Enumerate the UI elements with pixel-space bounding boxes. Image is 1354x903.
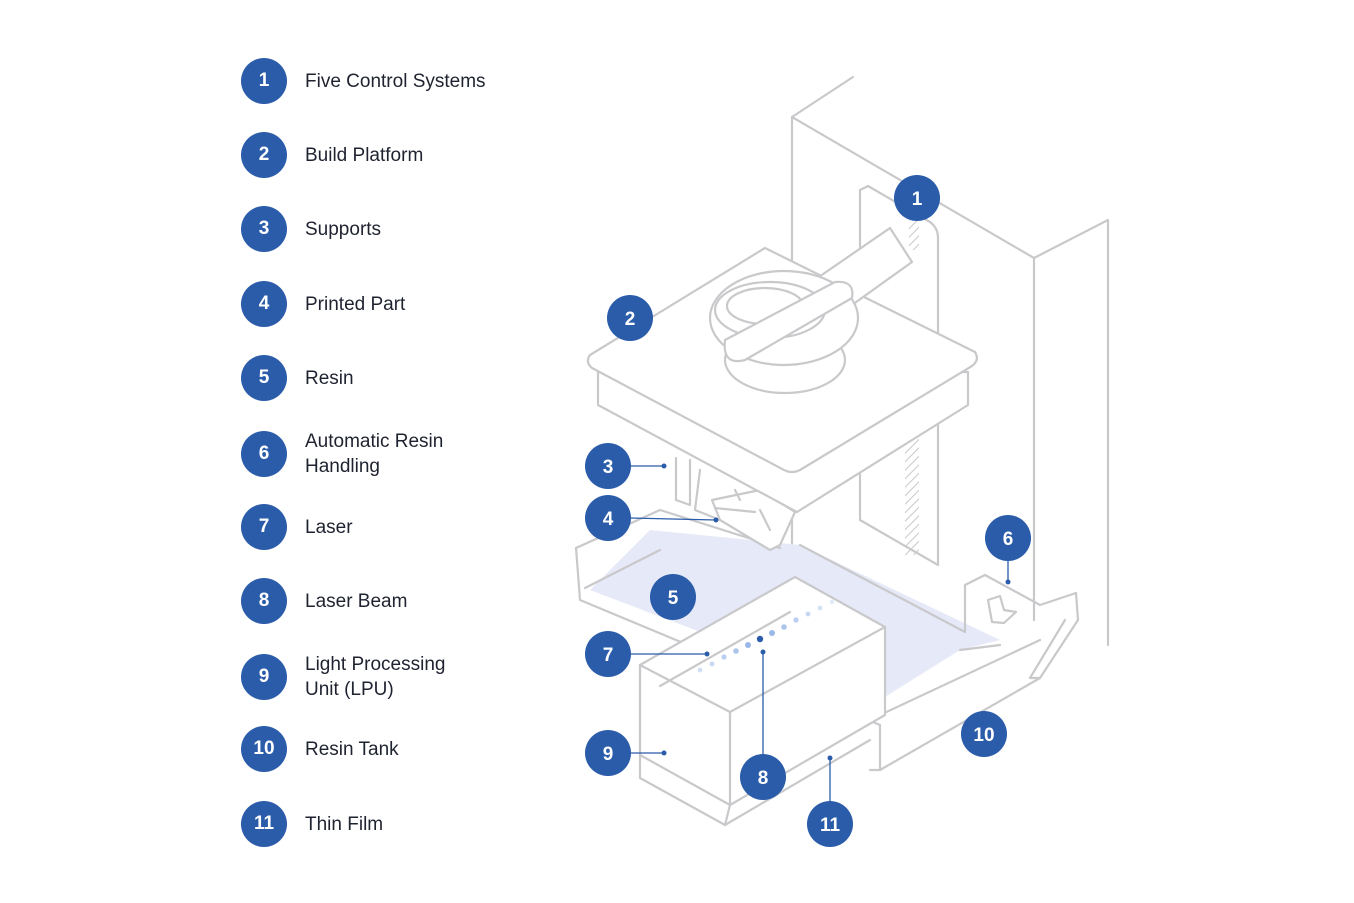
svg-text:5: 5 [668,588,679,609]
laser-beam-dot [781,624,787,630]
resin-handling-valve [986,594,1018,625]
callout-4: 4 [585,495,631,541]
laser-beam-dot [829,599,835,605]
callout-10: 10 [961,711,1007,757]
svg-text:6: 6 [1003,529,1014,550]
laser-beam [697,599,835,673]
laser-beam-dot [697,667,703,673]
legend-badge-7: 7 [241,504,287,550]
svg-text:2: 2 [625,309,636,330]
legend-badge-11: 11 [241,801,287,847]
legend-label-4: Printed Part [305,293,406,315]
legend-badge-8: 8 [241,578,287,624]
legend-item-10: 10 Resin Tank [241,726,525,772]
legend-label-5: Resin [305,367,354,389]
laser-beam-dot [745,642,751,648]
legend-item-8: 8 Laser Beam [241,578,525,624]
legend-badge-10: 10 [241,726,287,772]
legend-badge-9: 9 [241,654,287,700]
laser-beam-dot [721,654,727,660]
legend-label-7: Laser [305,516,353,538]
build-platform [586,226,979,514]
legend: 1 Five Control Systems 2 Build Platform … [0,0,560,903]
svg-text:10: 10 [973,725,994,746]
legend-badge-1: 1 [241,58,287,104]
callout-3: 3 [585,443,631,489]
legend-item-11: 11 Thin Film [241,801,525,847]
svg-text:3: 3 [603,457,614,478]
legend-badge-5: 5 [241,355,287,401]
legend-item-4: 4 Printed Part [241,281,525,327]
legend-item-2: 2 Build Platform [241,132,525,178]
svg-text:1: 1 [912,189,923,210]
leader-lines [629,463,1011,805]
legend-label-1: Five Control Systems [305,70,486,92]
legend-item-9: 9 Light Processing Unit (LPU) [241,652,475,702]
laser-beam-dot [709,661,715,667]
legend-label-8: Laser Beam [305,590,408,612]
callouts: 1 2 3 4 5 6 7 8 [585,175,1031,847]
legend-item-6: 6 Automatic Resin Handling [241,429,475,479]
legend-label-10: Resin Tank [305,738,399,760]
legend-label-11: Thin Film [305,813,384,835]
svg-text:9: 9 [603,744,614,765]
legend-badge-2: 2 [241,132,287,178]
legend-label-9: Light Processing Unit (LPU) [305,654,446,700]
callout-11: 11 [807,801,853,847]
svg-text:4: 4 [603,509,614,530]
legend-item-3: 3 Supports [241,206,525,252]
platform-handle [723,280,854,363]
svg-text:11: 11 [820,815,841,836]
laser-beam-dot [817,605,823,611]
legend-item-7: 7 Laser [241,504,525,550]
svg-text:8: 8 [758,768,769,789]
legend-item-1: 1 Five Control Systems [241,58,525,104]
legend-item-5: 5 Resin [241,355,525,401]
z-axis-screw-top [909,220,919,250]
svg-text:7: 7 [603,645,614,666]
callout-7: 7 [585,631,631,677]
callout-5: 5 [650,574,696,620]
laser-beam-dot [793,617,799,623]
laser-beam-dot [733,648,739,654]
legend-badge-6: 6 [241,431,287,477]
legend-badge-3: 3 [241,206,287,252]
laser-beam-dot [769,630,775,636]
laser-beam-dot [805,611,811,617]
legend-label-6: Automatic Resin Handling [305,431,444,477]
callout-2: 2 [607,295,653,341]
laser-beam-dot [756,635,764,643]
callout-1: 1 [894,175,940,221]
callout-8: 8 [740,754,786,800]
callout-6: 6 [985,515,1031,561]
legend-label-3: Supports [305,218,382,240]
callout-9: 9 [585,730,631,776]
legend-badge-4: 4 [241,281,287,327]
z-axis-screw [905,430,919,555]
legend-label-2: Build Platform [305,144,424,166]
